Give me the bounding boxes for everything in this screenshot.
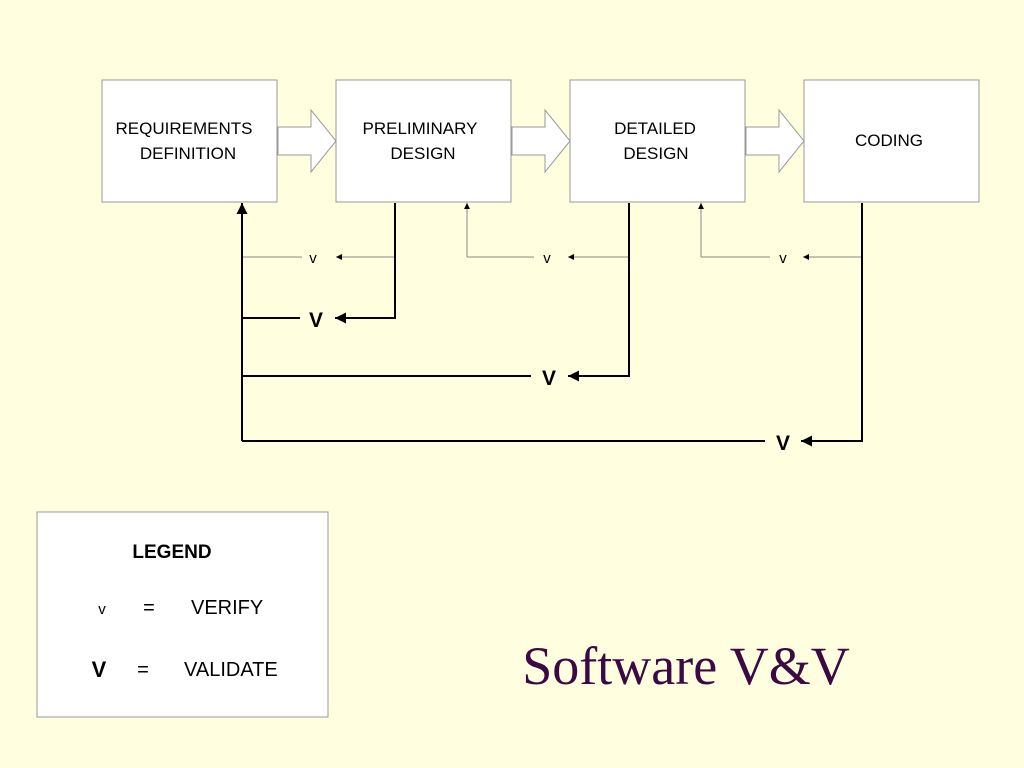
box-label-line1: CODING	[855, 131, 923, 150]
legend-equals: =	[143, 597, 155, 619]
flow-arrow-1	[277, 108, 337, 174]
box-coding: CODING	[803, 79, 980, 203]
verify-loop-preliminary: v	[242, 250, 395, 267]
legend-verify-label: VERIFY	[191, 597, 263, 619]
verify-loop-detailed: v	[464, 203, 629, 267]
box-label-line2: DESIGN	[390, 144, 455, 163]
validate-loop-detailed: V	[242, 203, 630, 390]
flow-arrow-3	[745, 108, 805, 174]
legend-equals: =	[137, 659, 149, 681]
verify-label: v	[309, 250, 317, 267]
box-preliminary-design: PRELIMINARY DESIGN	[335, 79, 512, 203]
validate-loop-preliminary: V	[242, 203, 396, 332]
box-requirements-definition: REQUIREMENTS DEFINITION	[101, 79, 278, 203]
verify-label: v	[543, 250, 551, 267]
box-label-line1: DETAILED	[614, 119, 696, 138]
legend-title: LEGEND	[132, 542, 211, 563]
validate-loop-coding: V	[242, 203, 863, 455]
verify-label: v	[779, 250, 787, 267]
box-label-line2: DEFINITION	[140, 144, 236, 163]
box-label-line2: DESIGN	[623, 144, 688, 163]
legend: LEGEND v = VERIFY V = VALIDATE	[36, 511, 329, 718]
slide-title: Software V&V	[522, 636, 849, 696]
verify-loop-coding: v	[698, 203, 862, 267]
legend-verify-symbol: v	[98, 601, 106, 618]
validate-label: V	[309, 309, 323, 332]
legend-validate-label: VALIDATE	[184, 659, 278, 681]
legend-validate-symbol: V	[92, 657, 107, 682]
box-label-line1: PRELIMINARY	[363, 119, 478, 138]
box-detailed-design: DETAILED DESIGN	[569, 79, 746, 203]
flow-arrow-2	[511, 108, 571, 174]
box-label-line1: REQUIREMENTS	[116, 119, 253, 138]
validate-label: V	[542, 367, 556, 390]
validate-label: V	[776, 432, 790, 455]
